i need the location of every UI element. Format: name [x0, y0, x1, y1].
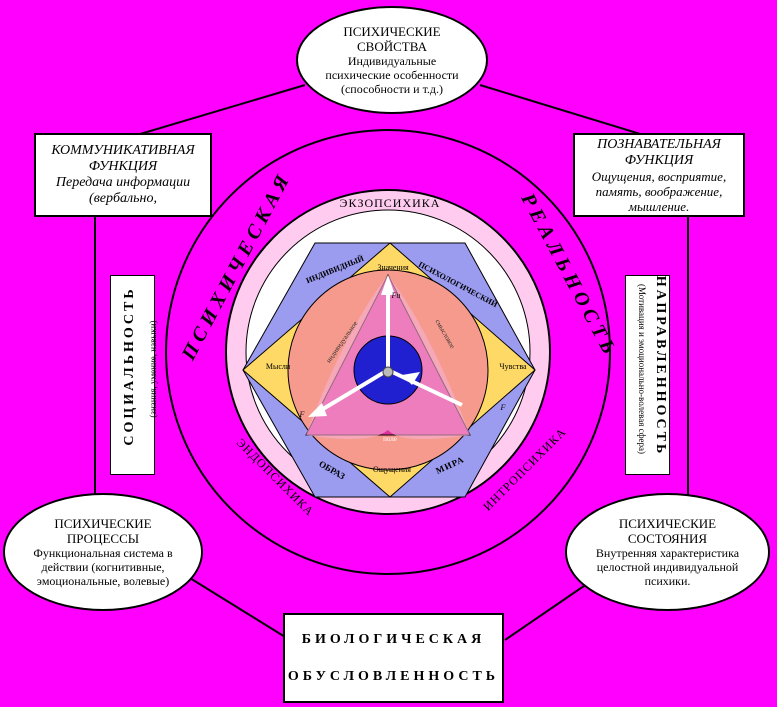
psych-properties-title: ПСИХИЧЕСКИЕ СВОЙСТВА [343, 24, 441, 54]
states-title2: СОСТОЯНИЯ [627, 531, 708, 546]
psych-processes-ellipse: ПСИХИЧЕСКИЕ ПРОЦЕССЫ Функциональная сист… [3, 493, 203, 611]
communicative-line1: Передача информации [55, 175, 191, 190]
sociality-sub: (знания, умение, навыки) [148, 320, 158, 418]
biological-box: БИОЛОГИЧЕСКАЯ ОБУСЛОВЛЕННОСТЬ [283, 613, 504, 703]
biological-line2: ОБУСЛОВЛЕННОСТЬ [287, 668, 500, 684]
ring-exo-label: ЭКЗОПСИХИКА [339, 196, 441, 210]
sociality-box [110, 275, 155, 475]
arrow-heads [308, 275, 420, 417]
inner-thought-label: Мысли [265, 362, 291, 371]
communicative-line2: (вербально, [89, 191, 157, 206]
processes-title1: ПСИХИЧЕСКИЕ [54, 516, 152, 531]
processes-title2: ПРОЦЕССЫ [66, 531, 140, 546]
communicative-title2: ФУНКЦИЯ [88, 159, 158, 174]
inner-meanings-label: Значения [377, 263, 409, 272]
cognitive-line2: память, воображение, [595, 183, 723, 199]
psych-states-ellipse: ПСИХИЧЕСКИЕ СОСТОЯНИЯ Внутренняя характе… [565, 493, 770, 611]
inner-f-right-label: F [500, 403, 506, 412]
connector-lines [94, 84, 689, 641]
psych-properties-line3: (способности и т.д.) [340, 82, 444, 96]
cognitive-title1: ПОЗНАВАТЕЛЬНАЯ [597, 136, 721, 152]
states-title1: ПСИХИЧЕСКИЕ [618, 516, 717, 531]
states-line2: целостной индивидуальной [596, 560, 739, 574]
center-dot [382, 366, 394, 378]
arrows [316, 285, 463, 414]
psych-properties-line1: Индивидуальные [347, 54, 437, 68]
inner-field-label: поле [383, 435, 397, 443]
inner-feelings-label: Чувства [499, 362, 527, 371]
direction-box [625, 275, 670, 475]
processes-line1: Функциональная система в [33, 546, 173, 560]
cognitive-function-box: ПОЗНАВАТЕЛЬНАЯ ФУНКЦИЯ Ощущения, восприя… [573, 133, 745, 217]
cognitive-line1: Ощущения, восприятие, [591, 168, 727, 184]
processes-line3: эмоциональные, волевые) [36, 574, 170, 588]
communicative-function-box: КОММУНИКАТИВНАЯ ФУНКЦИЯ Передача информа… [34, 133, 212, 217]
inner-f-left-label: F [299, 410, 305, 419]
communicative-title1: КОММУНИКАТИВНАЯ [51, 143, 195, 158]
psych-properties-line2: психические особенности [325, 68, 459, 82]
inner-fu-label: Fu [391, 291, 401, 300]
sociality-title: СОЦИАЛЬНОСТЬ [122, 286, 137, 446]
inner-sensations-label: Ощущения [373, 465, 411, 474]
psych-properties-ellipse: ПСИХИЧЕСКИЕ СВОЙСТВА Индивидуальные псих… [296, 6, 488, 114]
processes-line2: действии (когнитивные, [41, 560, 165, 574]
direction-sub: (Мотивация и эмоционально-волевая сфера) [637, 283, 647, 455]
cognitive-title2: ФУНКЦИЯ [624, 152, 694, 168]
states-line3: психики. [644, 574, 691, 588]
biological-line1: БИОЛОГИЧЕСКАЯ [301, 631, 486, 647]
direction-title: НАПРАВЛЕННОСТЬ [653, 275, 668, 457]
states-line1: Внутренняя характеристика [595, 546, 740, 560]
cognitive-line3: мышление. [628, 198, 690, 214]
